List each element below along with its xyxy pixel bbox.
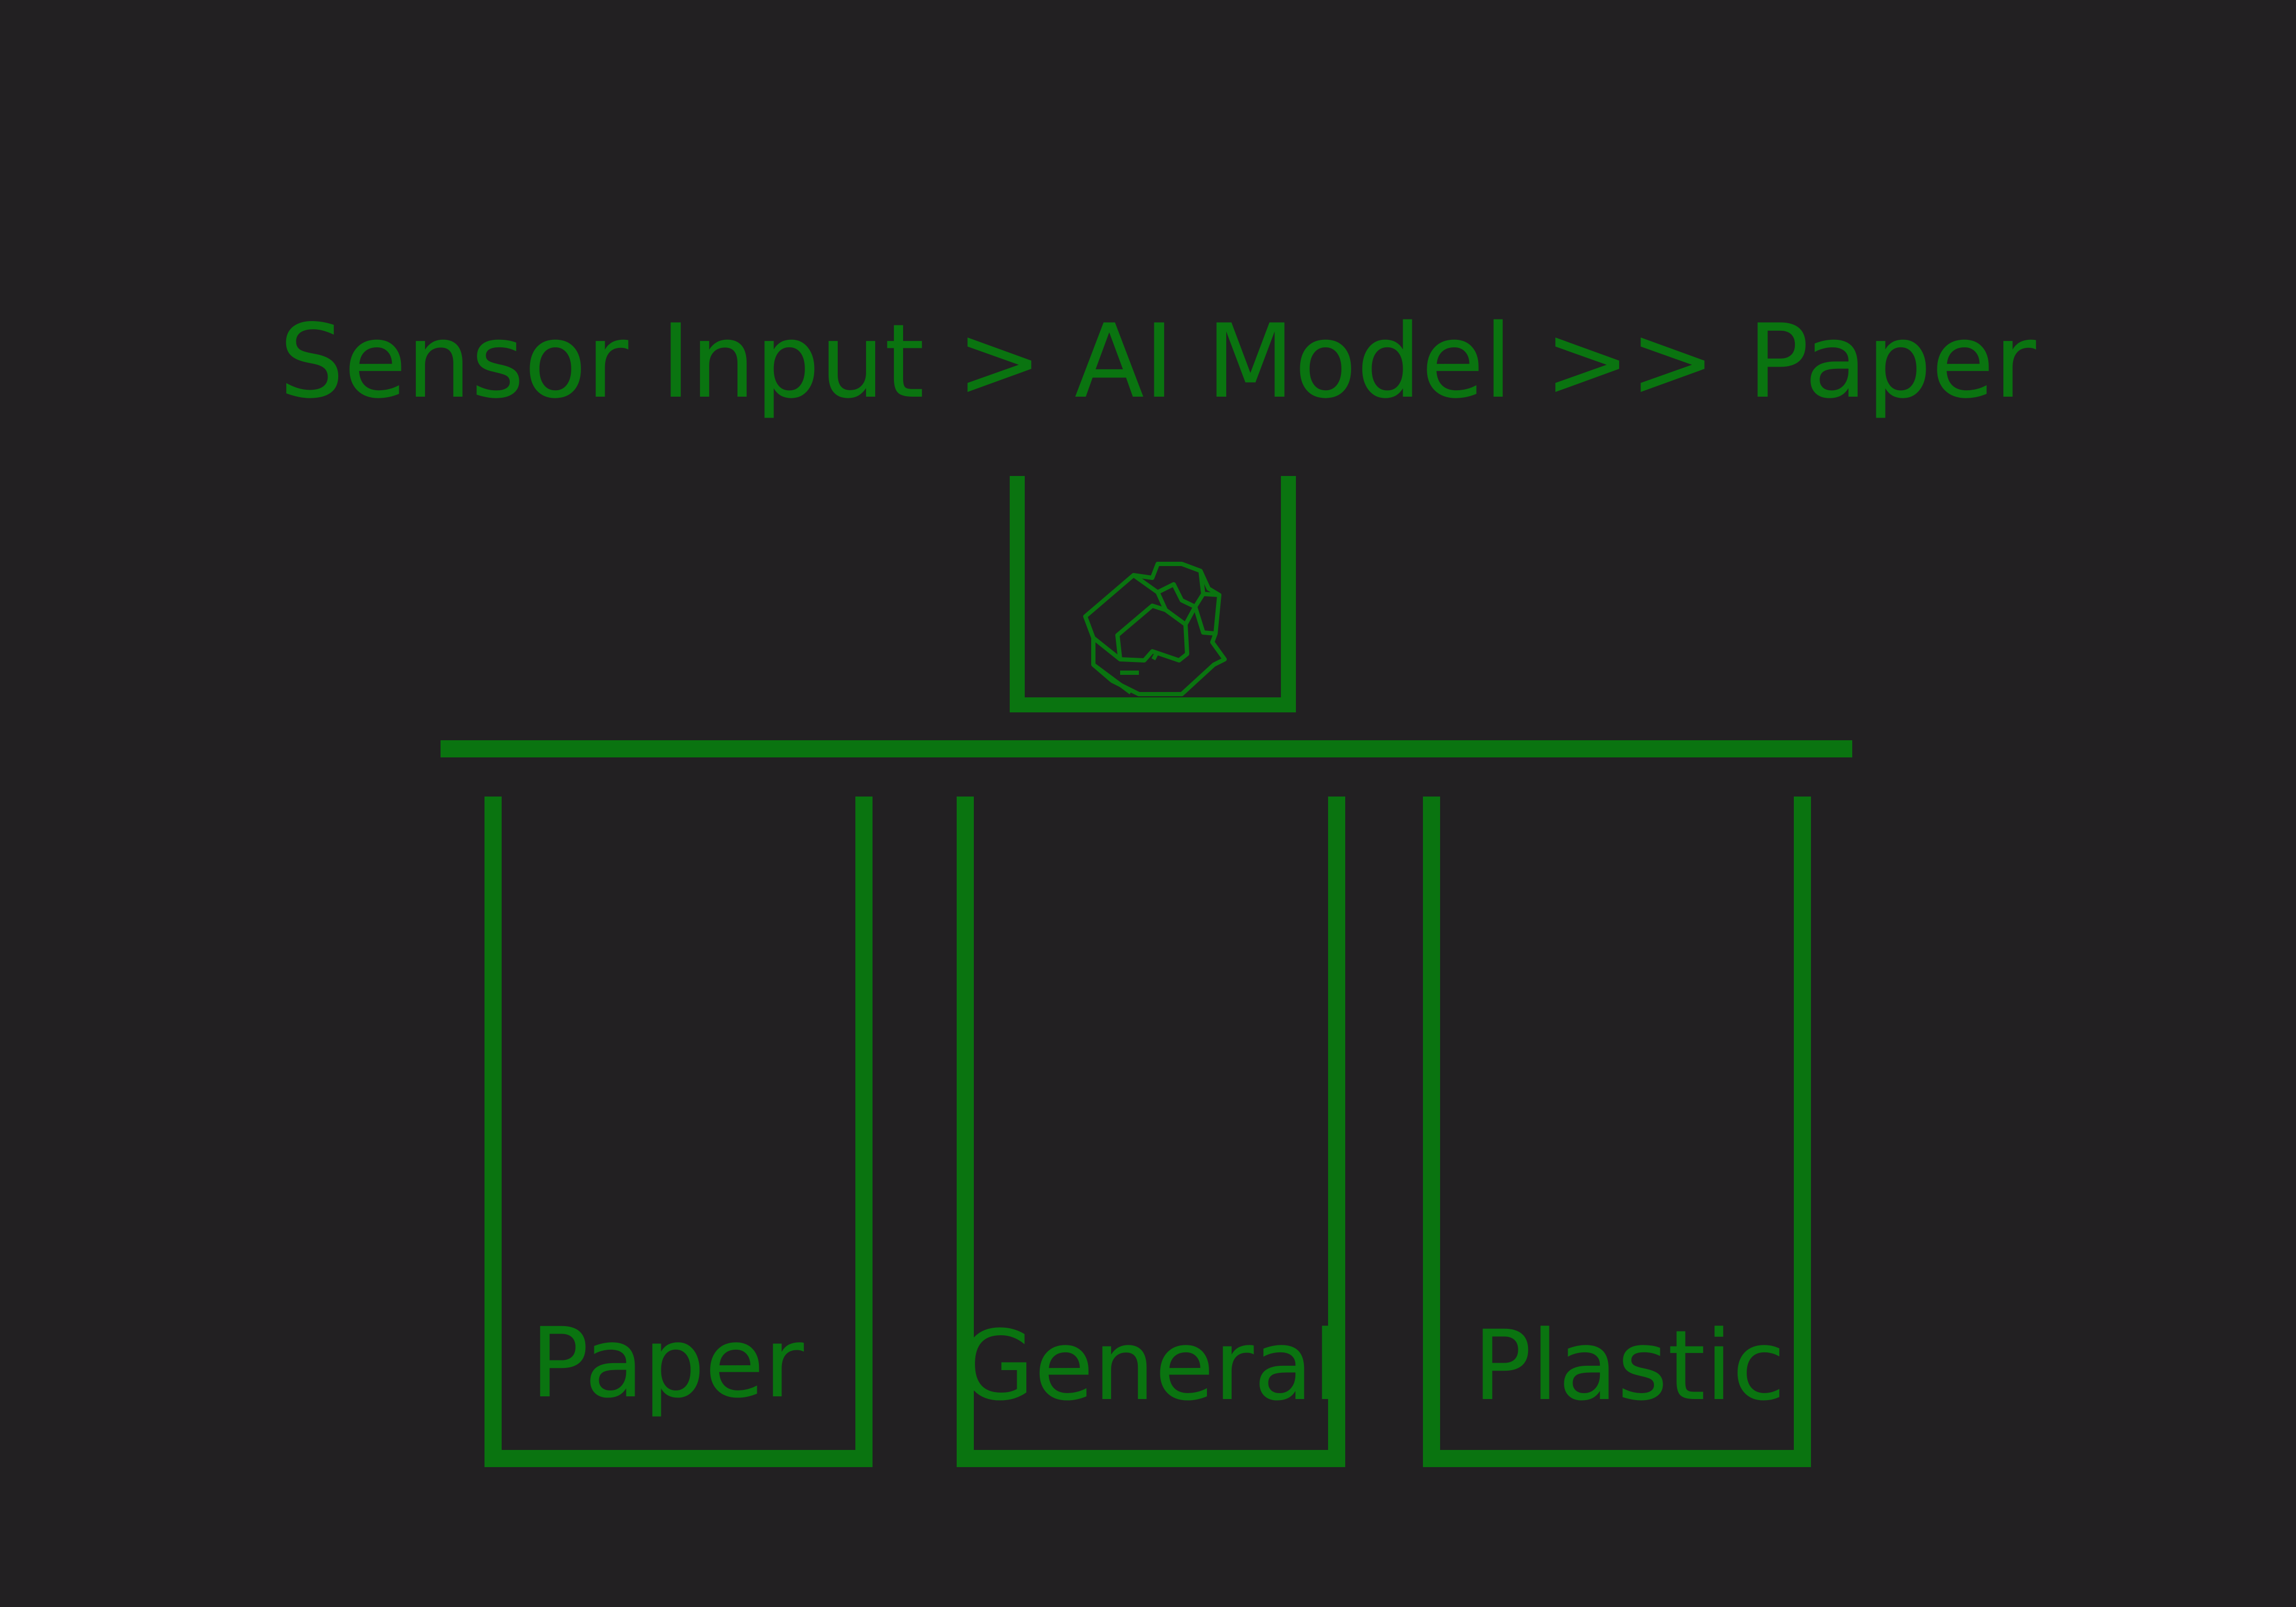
bin-label-general: General bbox=[959, 1310, 1339, 1422]
bin-general bbox=[957, 797, 1345, 1467]
bin-paper bbox=[484, 797, 873, 1467]
conveyor-bar bbox=[441, 740, 1852, 757]
bin-label-plastic: Plastic bbox=[1473, 1310, 1785, 1422]
bin-label-paper: Paper bbox=[531, 1307, 804, 1419]
bin-plastic bbox=[1423, 797, 1811, 1467]
crumpled-paper-icon bbox=[1083, 562, 1227, 696]
input-hopper bbox=[1010, 476, 1296, 712]
pipeline-status-text: Sensor Input > AI Model >> Paper bbox=[279, 302, 2037, 421]
